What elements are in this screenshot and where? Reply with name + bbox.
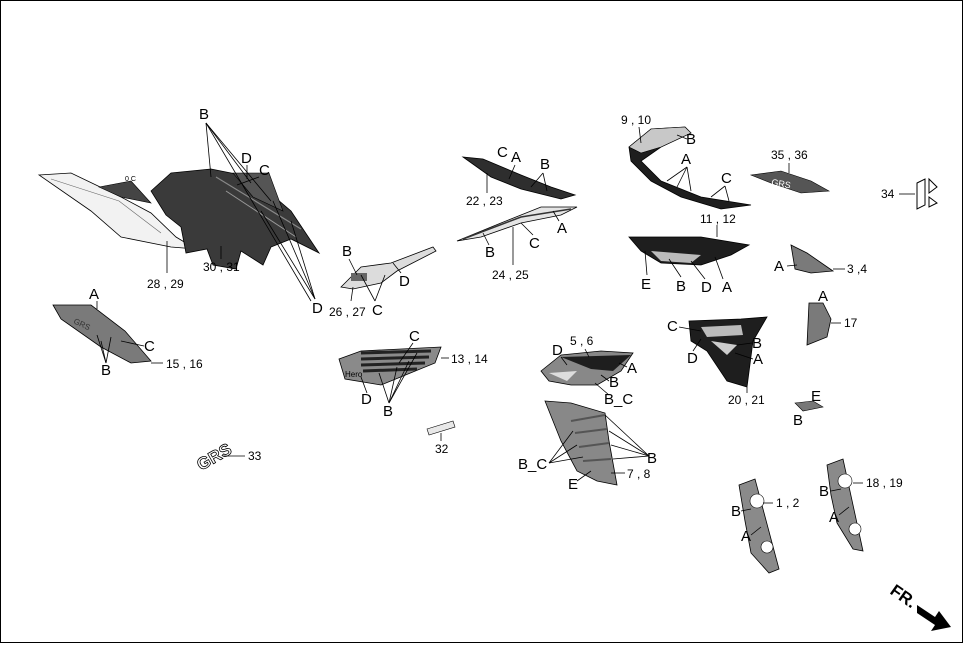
front-direction-indicator: FR. <box>887 581 951 631</box>
letter-B-1: B <box>731 503 741 520</box>
letter-D-5: D <box>552 342 563 359</box>
letter-C-9: C <box>721 170 732 187</box>
letter-C-26: C <box>372 302 383 319</box>
part-26-27: B D C 26 , 27 <box>329 243 437 319</box>
label-18-19: 18 , 19 <box>866 476 903 490</box>
letter-A-20: A <box>753 351 763 368</box>
letter-D-30a: D <box>241 150 252 167</box>
part-30-31: 30 , 31 B D C D <box>150 106 323 317</box>
label-20-21: 20 , 21 <box>728 393 765 407</box>
part-13-14: Hero C 13 , 14 D B <box>338 328 488 420</box>
letter-B-9: B <box>686 131 696 148</box>
part-15-16: GRS A C B 15 , 16 <box>52 286 203 379</box>
label-3-4: 3 ,4 <box>847 262 867 276</box>
label-11-12: 11 , 12 <box>700 212 736 226</box>
label-13-14: 13 , 14 <box>451 352 488 366</box>
part-5-6: D 5 , 6 A B B_C <box>540 334 637 408</box>
letter-A-3: A <box>774 258 784 275</box>
label-32: 32 <box>435 442 449 456</box>
svg-text:GRS: GRS <box>771 177 792 190</box>
part-33: GRS 33 <box>193 439 262 475</box>
label-22-23: 22 , 23 <box>466 194 503 208</box>
letter-B-sm: B <box>793 412 803 429</box>
letter-B-20: B <box>752 335 762 352</box>
label-30-31: 30 , 31 <box>203 260 240 274</box>
part-24-25: B C A 24 , 25 <box>456 206 578 282</box>
letter-D-20: D <box>687 350 698 367</box>
letter-A-24: A <box>557 220 567 237</box>
label-15-16: 15 , 16 <box>166 357 203 371</box>
letter-B-24: B <box>485 244 495 261</box>
small-sticker-eb: E B <box>793 388 824 429</box>
letter-C-15: C <box>144 338 155 355</box>
label-17: 17 <box>844 316 858 330</box>
letter-B-30: B <box>199 106 209 123</box>
part-22-23: C A B 22 , 23 <box>461 144 577 208</box>
letter-A-11: A <box>722 279 732 296</box>
part-3-4: A 3 ,4 <box>774 244 867 276</box>
label-34: 34 <box>881 187 895 201</box>
part-28-29: 28 , 29 <box>37 172 197 291</box>
label-5-6: 5 , 6 <box>570 334 594 348</box>
part-35-36: GRS 35 , 36 <box>749 148 831 194</box>
part-18-19: B A 18 , 19 <box>819 458 903 552</box>
letter-A-17: A <box>818 288 828 305</box>
label-1-2: 1 , 2 <box>776 496 800 510</box>
label-9-10: 9 , 10 <box>621 113 651 127</box>
label-24-25: 24 , 25 <box>492 268 529 282</box>
letter-A-5: A <box>627 360 637 377</box>
letter-A-1: A <box>741 528 751 545</box>
svg-text:GRS: GRS <box>194 440 235 475</box>
small-sticker-0c: 0 C <box>98 176 152 204</box>
letter-C-20: C <box>667 318 678 335</box>
part-20-21: C D B A 20 , 21 <box>667 316 768 407</box>
letter-B-11: B <box>676 278 686 295</box>
label-7-8: 7 , 8 <box>627 467 651 481</box>
letter-C-13: C <box>409 328 420 345</box>
part-9-10: 9 , 10 B A C <box>621 113 752 210</box>
part-1-2: B A 1 , 2 <box>731 478 800 574</box>
letter-BC-5: B_C <box>604 391 633 408</box>
letter-A-15: A <box>89 286 99 303</box>
part-11-12: 11 , 12 E B D A <box>628 212 751 296</box>
part-7-8: B_C B E 7 , 8 <box>518 400 657 493</box>
letter-B-26: B <box>342 243 352 260</box>
letter-B-18: B <box>819 483 829 500</box>
letter-D-26: D <box>399 273 410 290</box>
letter-A-22: A <box>511 149 521 166</box>
letter-BC-7: B_C <box>518 456 547 473</box>
label-26-27: 26 , 27 <box>329 305 366 319</box>
part-34: 34 <box>881 177 938 210</box>
front-label: FR. <box>887 581 920 612</box>
letter-A-9: A <box>681 151 691 168</box>
part-32: 32 <box>426 420 456 456</box>
letter-D-11: D <box>701 279 712 296</box>
letter-C-24: C <box>529 235 540 252</box>
front-arrow-icon <box>917 605 951 631</box>
letter-E-sm: E <box>811 388 821 405</box>
svg-text:0 C: 0 C <box>125 176 136 183</box>
part-17: A 17 <box>806 288 858 346</box>
svg-text:Hero: Hero <box>345 370 363 379</box>
letter-C-30: C <box>259 162 270 179</box>
letter-E-7: E <box>568 476 578 493</box>
letter-A-18: A <box>829 509 839 526</box>
letter-C-22: C <box>497 144 508 161</box>
letter-B-5: B <box>609 374 619 391</box>
letter-B-13: B <box>383 403 393 420</box>
letter-D-13: D <box>361 391 372 408</box>
letter-B-15: B <box>101 362 111 379</box>
letter-B-7: B <box>647 450 657 467</box>
letter-D-30b: D <box>312 300 323 317</box>
label-33: 33 <box>248 449 262 463</box>
label-35-36: 35 , 36 <box>771 148 808 162</box>
label-28-29: 28 , 29 <box>147 277 184 291</box>
letter-E-11: E <box>641 276 651 293</box>
letter-B-22: B <box>540 156 550 173</box>
